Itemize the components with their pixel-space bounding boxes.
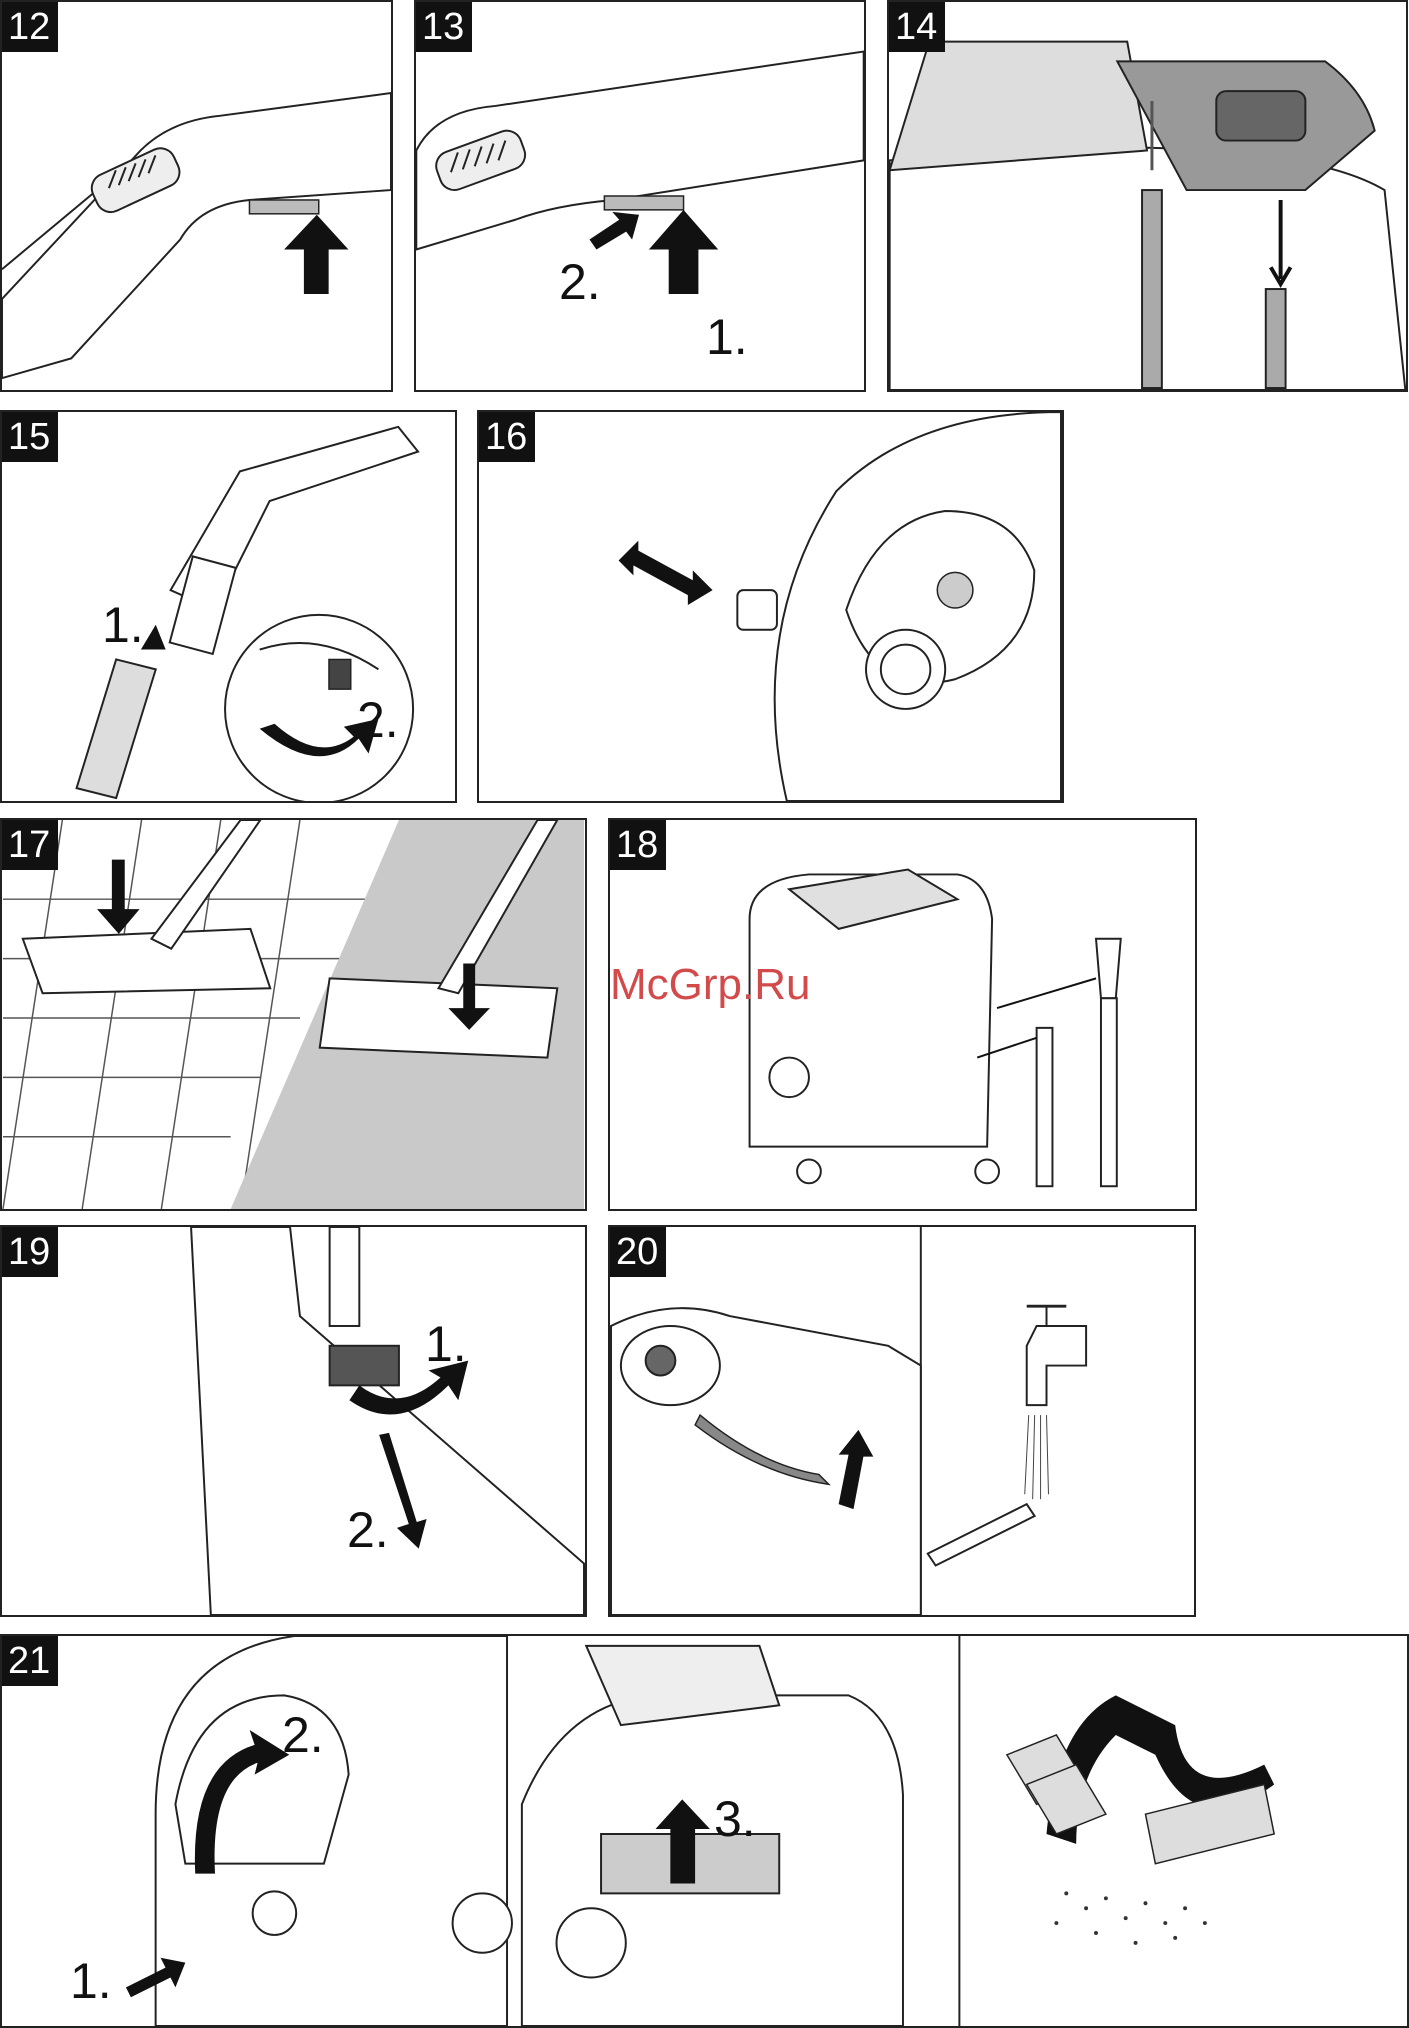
floor-nozzle-illustration (2, 820, 585, 1209)
step-label: 2. (357, 695, 399, 745)
accessory-storage-illustration (610, 820, 1195, 1209)
figure-number: 20 (610, 1227, 666, 1277)
figure-number: 12 (2, 2, 58, 52)
hose-connection-illustration (479, 412, 1062, 801)
filter-rinse-illustration (610, 1227, 1194, 1615)
drain-plug-illustration (2, 1227, 585, 1615)
figure-15-panel: 15 1. 2. (0, 410, 457, 803)
handle-unlock-illustration (416, 2, 864, 390)
handle-release-illustration (2, 2, 391, 390)
figure-18-panel: 18 (608, 818, 1197, 1211)
figure-21-panel: 21 2. 1. 3. (0, 1634, 1409, 2028)
step-label: 1. (706, 312, 748, 362)
figure-number: 15 (2, 412, 58, 462)
figure-14-panel: 14 (887, 0, 1408, 392)
figure-number: 19 (2, 1227, 58, 1277)
step-label: 2. (282, 1710, 324, 1760)
figure-20-panel: 20 (608, 1225, 1196, 1617)
figure-12-panel: 12 (0, 0, 393, 392)
figure-17-panel: 17 (0, 818, 587, 1211)
step-label: 1. (102, 600, 144, 650)
step-label: 2. (347, 1505, 389, 1555)
step-label: 1. (425, 1319, 467, 1369)
figure-number: 21 (2, 1636, 58, 1686)
figure-13-panel: 13 2. 1. (414, 0, 866, 392)
figure-16-panel: 16 (477, 410, 1064, 803)
step-label: 3. (714, 1794, 756, 1844)
figure-number: 18 (610, 820, 666, 870)
figure-number: 17 (2, 820, 58, 870)
figure-number: 16 (479, 412, 535, 462)
filter-replacement-illustration (2, 1636, 1407, 2026)
step-label: 2. (559, 257, 601, 307)
figure-number: 14 (889, 2, 945, 52)
figure-19-panel: 19 1. 2. (0, 1225, 587, 1617)
step-label: 1. (70, 1956, 112, 2006)
filter-bag-insert-illustration (889, 2, 1406, 390)
watermark: McGrp.Ru (610, 960, 810, 1010)
figure-number: 13 (416, 2, 472, 52)
